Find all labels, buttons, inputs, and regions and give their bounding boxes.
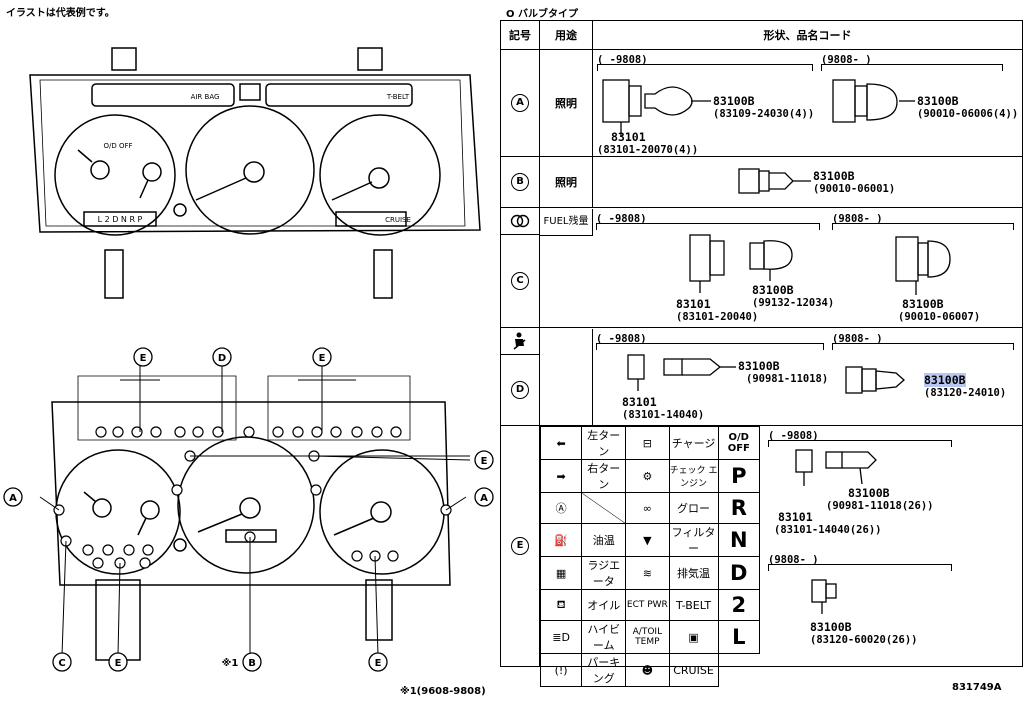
- callout-d-top: [212, 347, 232, 367]
- svg-text:C: C: [58, 658, 65, 669]
- glow-icon: ∞: [625, 492, 670, 524]
- fuel-label: FUEL残量: [540, 208, 593, 236]
- callout-e-bottom-left: [108, 652, 128, 672]
- speedometer: [185, 105, 315, 235]
- parking-brake-icon: (!): [539, 653, 583, 687]
- filter-icon: ▼: [625, 523, 670, 557]
- svg-text:T-BELT: T-BELT: [386, 93, 410, 101]
- header-shape: 形状、品名コード: [592, 20, 1023, 50]
- table-row-c: C FUEL残量 ( -9808) (9808- ): [500, 207, 1023, 328]
- callout-a-right: [474, 487, 494, 507]
- callout-c-bottom: [52, 652, 72, 672]
- check-engine-icon: ⚙: [625, 459, 670, 493]
- svg-text:A: A: [9, 493, 17, 504]
- svg-text:※1: ※1: [222, 657, 239, 669]
- use-b: 照明: [539, 156, 593, 208]
- upper-cluster-housing: [29, 74, 481, 233]
- warning-light-strip-left: [91, 83, 235, 107]
- callout-e-right: [474, 450, 494, 470]
- right-turn-icon: ➡: [539, 459, 583, 493]
- svg-text:L 2 D N R P: L 2 D N R P: [98, 215, 143, 224]
- symbol-e: E: [511, 537, 529, 555]
- warning-light-strip-right: [265, 83, 413, 107]
- highlighted-part-code: 83100B: [924, 372, 966, 387]
- footnote: ※1(9608-9808): [400, 686, 486, 697]
- symbol-c: C: [511, 272, 529, 290]
- symbol-a: A: [511, 94, 529, 112]
- door-icon: ▣: [668, 620, 719, 654]
- illustration-note: イラストは代表例です。: [6, 8, 115, 19]
- seatbelt-icon: [513, 332, 526, 350]
- table-row-a: A 照明 ( -9808) (9808- ): [500, 49, 1023, 157]
- bulb-table: 記号 用途 形状、品名コード A 照明 ( -9808) (9808- ): [500, 20, 1023, 687]
- left-gauge: [54, 114, 176, 236]
- svg-text:E: E: [481, 456, 488, 467]
- part-code: 831749A: [952, 682, 1002, 693]
- svg-text:D: D: [218, 353, 226, 364]
- left-turn-icon: ⬅: [539, 426, 583, 460]
- svg-text:A: A: [480, 493, 488, 504]
- callout-b-bottom: [242, 652, 262, 672]
- svg-text:CRUISE: CRUISE: [385, 216, 411, 224]
- tachometer: [319, 114, 441, 236]
- callout-e-bottom-right: [368, 652, 388, 672]
- fuel-double-circle-icon: [510, 214, 530, 228]
- table-header-row: 記号 用途 形状、品名コード: [500, 20, 1023, 50]
- airbag-icon: ☻: [625, 653, 670, 687]
- abs-icon: Ⓐ: [539, 492, 583, 524]
- callout-e-top-left: [133, 347, 153, 367]
- cluster-illustration: E D E E A A C E B E ※1 O/D OFF L 2 D N R…: [3, 47, 494, 672]
- use-a: 照明: [539, 49, 593, 157]
- svg-text:E: E: [140, 353, 147, 364]
- charge-icon: ⊟: [625, 426, 670, 460]
- bulb-type-legend: O バルブタイプ: [506, 9, 578, 20]
- svg-text:E: E: [115, 658, 122, 669]
- symbol-d: D: [511, 381, 529, 399]
- header-symbol: 記号: [500, 20, 540, 50]
- svg-text:B: B: [248, 658, 256, 669]
- exhaust-temp-icon: ≋: [625, 556, 670, 590]
- oil-temp-icon: ⛽: [539, 523, 583, 557]
- svg-text:E: E: [319, 353, 326, 364]
- svg-text:AIR BAG: AIR BAG: [191, 93, 220, 101]
- table-row-d: D ( -9808) (9808- ): [500, 327, 1023, 426]
- symbol-b: B: [511, 173, 529, 191]
- svg-text:E: E: [375, 658, 382, 669]
- table-row-b: B 照明 83100B (90010-06001): [500, 156, 1023, 208]
- oil-pressure-icon: ⛾: [539, 589, 583, 621]
- callout-e-top-right: [312, 347, 332, 367]
- callout-a-left: [3, 487, 23, 507]
- radiator-icon: ▦: [539, 556, 583, 590]
- header-use: 用途: [539, 20, 593, 50]
- svg-text:O/D OFF: O/D OFF: [103, 142, 132, 150]
- high-beam-icon: ≣D: [539, 620, 583, 654]
